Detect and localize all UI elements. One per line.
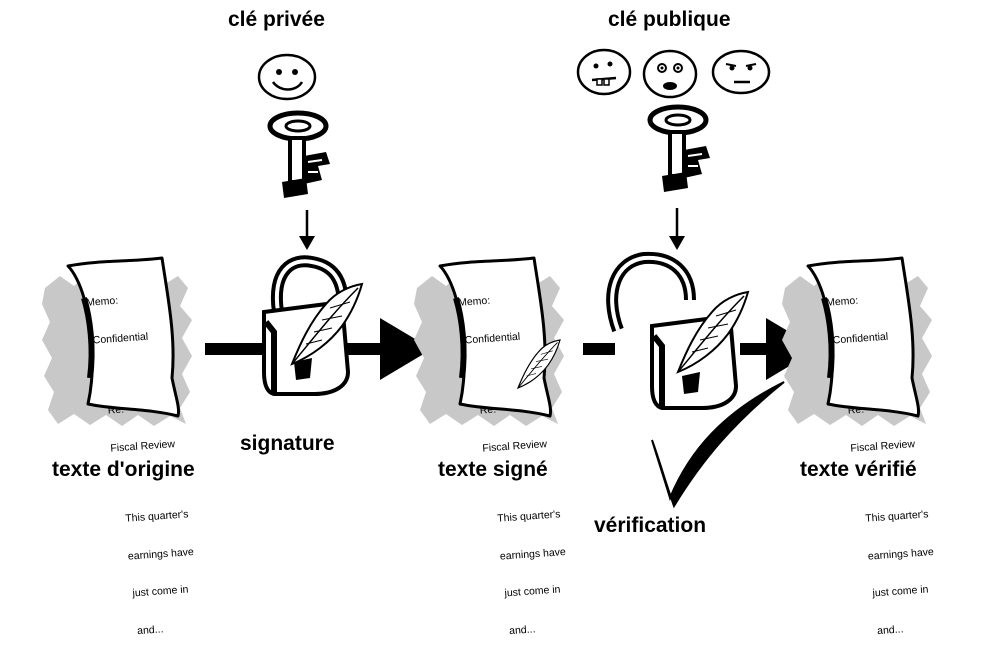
private-key-label: clé privée — [228, 8, 325, 31]
memo-line: just come in — [504, 583, 561, 600]
memo-line: This quarter's — [864, 508, 929, 525]
memo-line: earnings have — [127, 545, 195, 563]
signed-text-label: texte signé — [438, 458, 548, 481]
flow-arrow-3 — [583, 343, 615, 355]
memo-line: Fiscal Review — [849, 437, 916, 455]
public-face-1-icon — [576, 48, 632, 96]
memo-line: just come in — [872, 583, 929, 600]
memo-line: Re: — [479, 403, 497, 417]
memo-line: Confidential — [92, 330, 149, 347]
memo-line: and... — [508, 622, 536, 637]
memo-line: Re: — [847, 403, 865, 417]
private-key-owner-face-icon — [257, 53, 317, 101]
memo-line: Fiscal Review — [481, 437, 548, 455]
checkmark-icon — [651, 381, 785, 509]
public-key-label: clé publique — [608, 8, 731, 31]
memo-line: Re: — [107, 403, 125, 417]
memo-line: Memo: — [85, 294, 119, 309]
public-face-3-icon — [711, 49, 771, 95]
memo-line: Confidential — [832, 330, 889, 347]
private-key-arrow — [299, 210, 315, 250]
memo-line: Memo: — [457, 294, 491, 309]
memo-line: This quarter's — [496, 508, 561, 525]
verified-text-label: texte vérifié — [800, 458, 917, 481]
public-key-icon — [650, 107, 710, 192]
public-face-2-icon — [642, 49, 698, 99]
memo-line: Fiscal Review — [109, 437, 176, 455]
memo-line: earnings have — [499, 545, 567, 563]
public-key-arrow — [669, 208, 685, 250]
flow-arrow-2 — [345, 318, 432, 380]
verification-label: vérification — [594, 514, 707, 537]
memo-line: This quarter's — [124, 508, 189, 525]
open-padlock-icon — [606, 251, 749, 408]
memo-line: earnings have — [867, 545, 935, 563]
memo-line: Confidential — [464, 330, 521, 347]
memo-line: and... — [876, 622, 904, 637]
memo-line: Memo: — [825, 294, 859, 309]
memo-line: and... — [136, 622, 164, 637]
memo-line: just come in — [132, 583, 189, 600]
digital-signature-diagram — [0, 48, 983, 509]
private-key-icon — [270, 113, 330, 198]
signature-label: signature — [240, 432, 335, 455]
closed-padlock-icon — [264, 255, 363, 394]
flow-arrow-1 — [205, 343, 265, 355]
original-text-label: texte d'origine — [52, 458, 195, 481]
